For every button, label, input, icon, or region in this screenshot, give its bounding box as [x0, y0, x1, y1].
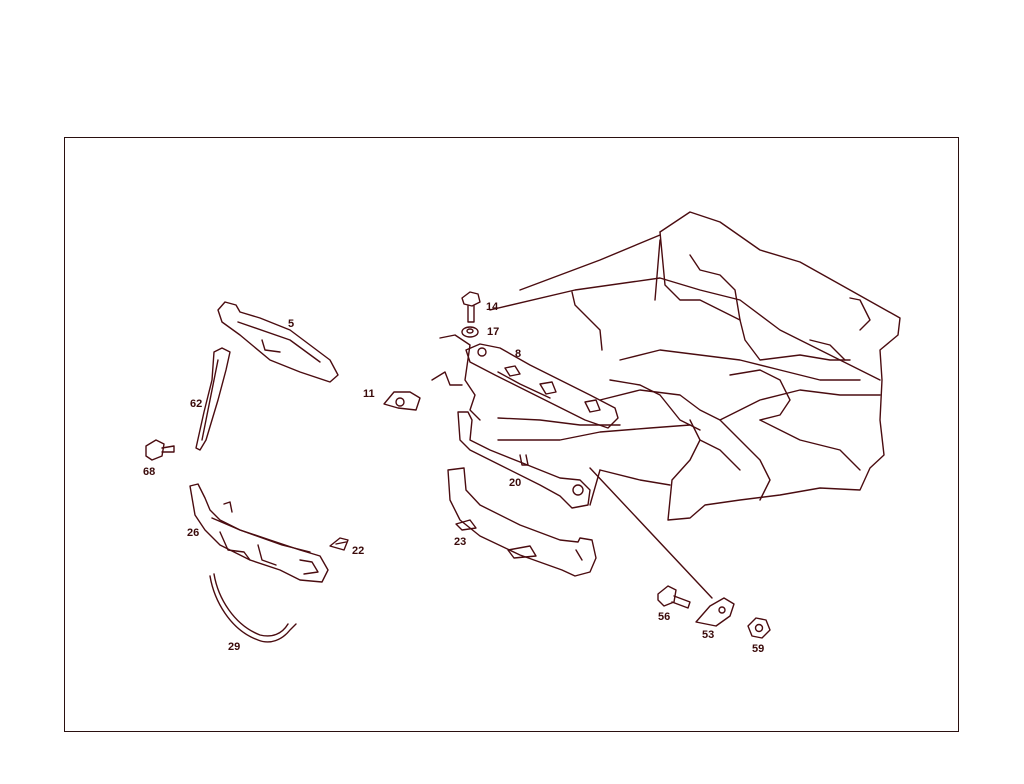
label-part-29[interactable]: 29 [228, 641, 241, 653]
part-20-lower-member[interactable] [457, 411, 591, 509]
part-23-lower-tray[interactable] [447, 467, 597, 577]
label-part-23[interactable]: 23 [454, 536, 467, 548]
label-part-68[interactable]: 68 [143, 466, 156, 478]
diagram-frame [64, 137, 959, 732]
part-59-nut[interactable] [747, 617, 771, 639]
label-part-56[interactable]: 56 [658, 611, 671, 623]
label-part-14[interactable]: 14 [486, 301, 499, 313]
label-part-17[interactable]: 17 [487, 326, 500, 338]
body-front-structure [431, 211, 901, 521]
part-5-upper-cover[interactable] [217, 301, 339, 383]
leader-line-53 [589, 467, 713, 599]
part-14-bolt[interactable] [461, 291, 481, 323]
part-53-bracket[interactable] [695, 597, 735, 627]
label-part-26[interactable]: 26 [187, 527, 200, 539]
label-part-22[interactable]: 22 [352, 545, 365, 557]
label-part-20[interactable]: 20 [509, 477, 522, 489]
part-22-small-bracket[interactable] [329, 537, 349, 551]
label-part-11[interactable]: 11 [363, 388, 375, 400]
label-part-8[interactable]: 8 [515, 348, 522, 360]
part-11-plate[interactable] [383, 391, 421, 411]
part-17-washer[interactable] [461, 326, 479, 338]
label-part-62[interactable]: 62 [190, 398, 203, 410]
label-part-59[interactable]: 59 [752, 643, 765, 655]
part-29-seal[interactable] [209, 573, 297, 643]
part-56-bolt[interactable] [657, 585, 691, 609]
part-26-lower-bracket[interactable] [189, 483, 329, 583]
part-68-bolt[interactable] [145, 439, 175, 461]
part-8-cross-member[interactable] [465, 343, 619, 429]
label-part-5[interactable]: 5 [288, 318, 295, 330]
part-62-strip[interactable] [195, 347, 231, 451]
label-part-53[interactable]: 53 [702, 629, 715, 641]
